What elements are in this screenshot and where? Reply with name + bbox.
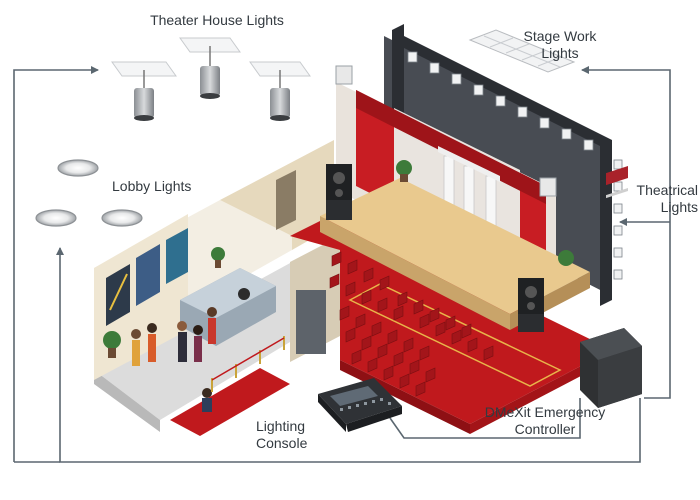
seat [379, 275, 390, 291]
seat [387, 329, 398, 345]
theatrical-light-fixtures [407, 51, 623, 280]
truss-light [473, 84, 484, 96]
truss-side-light [613, 159, 623, 170]
seat [393, 305, 404, 321]
seat [461, 323, 472, 339]
seat [403, 337, 414, 353]
lobby-downlight-1 [57, 159, 99, 177]
truss-side-light [613, 247, 623, 258]
truss-light [407, 51, 418, 63]
seat [331, 251, 342, 267]
label-stage-work-lights: Stage Work Lights [523, 28, 597, 61]
connector-console-controller [389, 398, 581, 439]
dividing-wall [220, 140, 340, 362]
label-theater-house-lights: Theater House Lights [150, 12, 284, 28]
seat [397, 291, 408, 307]
house-light-fixtures [111, 37, 311, 121]
seat [435, 321, 446, 337]
seat [361, 289, 372, 305]
seat [419, 345, 430, 361]
lobby-downlight-3 [101, 209, 143, 227]
stage-work-light-fixture [468, 29, 576, 73]
truss-side-light [613, 203, 623, 214]
seat [415, 381, 426, 397]
label-lighting-console: Lighting Console [256, 418, 308, 451]
seat [367, 357, 378, 373]
seat [377, 297, 388, 313]
seat [429, 307, 440, 323]
seat [419, 313, 430, 329]
seat [377, 343, 388, 359]
seat [413, 299, 424, 315]
connector-to-work-lights [581, 66, 671, 399]
seat [467, 337, 478, 353]
truss-light [583, 139, 594, 151]
truss-light [429, 62, 440, 74]
seat [409, 359, 420, 375]
lighting-truss-right [600, 140, 612, 306]
truss-light [451, 73, 462, 85]
label-theatrical-lights: Theatrical Lights [636, 182, 698, 215]
truss-light [561, 128, 572, 140]
connector-to-house-lights [13, 66, 99, 462]
truss-side-light [613, 225, 623, 236]
lobby-door [296, 290, 326, 354]
seat [483, 345, 494, 361]
truss-side-light [613, 181, 623, 192]
seat [371, 321, 382, 337]
house-light-3 [249, 61, 311, 121]
truss-light [495, 95, 506, 107]
seat [383, 365, 394, 381]
seat [445, 315, 456, 331]
seat [399, 373, 410, 389]
truss-side-light [613, 269, 623, 280]
seat [345, 327, 356, 343]
label-lobby-lights: Lobby Lights [112, 178, 192, 194]
connector-to-lobby-lights [56, 247, 641, 463]
stage [320, 24, 612, 332]
lighting-truss-top [392, 30, 612, 152]
wall-art-3 [166, 228, 188, 284]
seat [329, 273, 340, 289]
house-light-1 [111, 61, 177, 121]
lobby-downlight-2 [35, 209, 77, 227]
seat [347, 259, 358, 275]
seat [425, 367, 436, 383]
auditorium-seats [329, 251, 494, 397]
truss-light [539, 117, 550, 129]
seat [355, 313, 366, 329]
house-light-2 [179, 37, 241, 99]
truss-light [517, 106, 528, 118]
seat [393, 351, 404, 367]
seat [363, 267, 374, 283]
seat [451, 329, 462, 345]
wall-art-2 [136, 244, 160, 306]
connector-lines [13, 66, 671, 463]
seat [345, 281, 356, 297]
seat [361, 335, 372, 351]
dmexit-controller-device [580, 165, 642, 408]
seat [339, 305, 350, 321]
seat [351, 349, 362, 365]
label-dmexit-emergency-controller: DMeXit Emergency Controller [484, 404, 606, 437]
lighting-console-device [318, 378, 402, 432]
lobby-light-fixtures [35, 159, 143, 227]
